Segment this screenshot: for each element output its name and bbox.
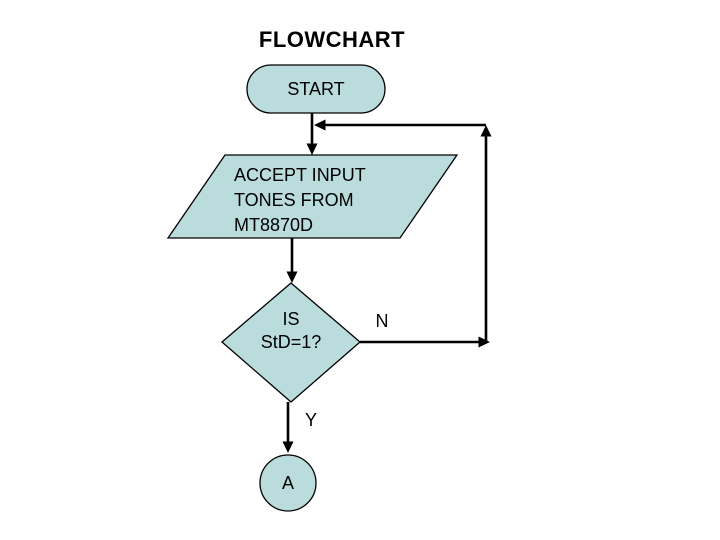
io-node-line2: TONES FROM: [234, 190, 354, 210]
start-node-label: START: [247, 65, 385, 113]
arrowhead-down-icon: [306, 143, 318, 155]
start-node-label-text: START: [287, 78, 345, 99]
decision-node-line1: IS: [282, 309, 300, 329]
decision-node-label: IS StD=1?: [226, 308, 356, 354]
edge-label-no: N: [375, 311, 389, 331]
connector-node-label: A: [260, 455, 316, 511]
io-node-line1: ACCEPT INPUT: [234, 165, 366, 185]
io-node-line3: MT8870D: [234, 215, 314, 235]
edge-label-yes: Y: [304, 410, 317, 430]
decision-node-line2: StD=1?: [260, 332, 322, 352]
arrowhead-down-icon: [286, 271, 298, 283]
connector-node-label-text: A: [281, 472, 294, 493]
arrowhead-right-icon: [478, 336, 490, 348]
connector-circle-shape: [259, 454, 317, 512]
io-node-label: ACCEPT INPUT TONES FROM MT8870D: [234, 163, 434, 238]
arrowhead-up-icon: [480, 125, 492, 137]
decision-diamond-shape: [221, 282, 361, 403]
start-terminator-shape: [246, 64, 386, 114]
io-parallelogram-shape: [166, 154, 459, 239]
arrowhead-down-icon: [282, 441, 294, 453]
page-title: FLOWCHART: [258, 27, 406, 52]
arrowhead-left-icon: [314, 119, 326, 131]
